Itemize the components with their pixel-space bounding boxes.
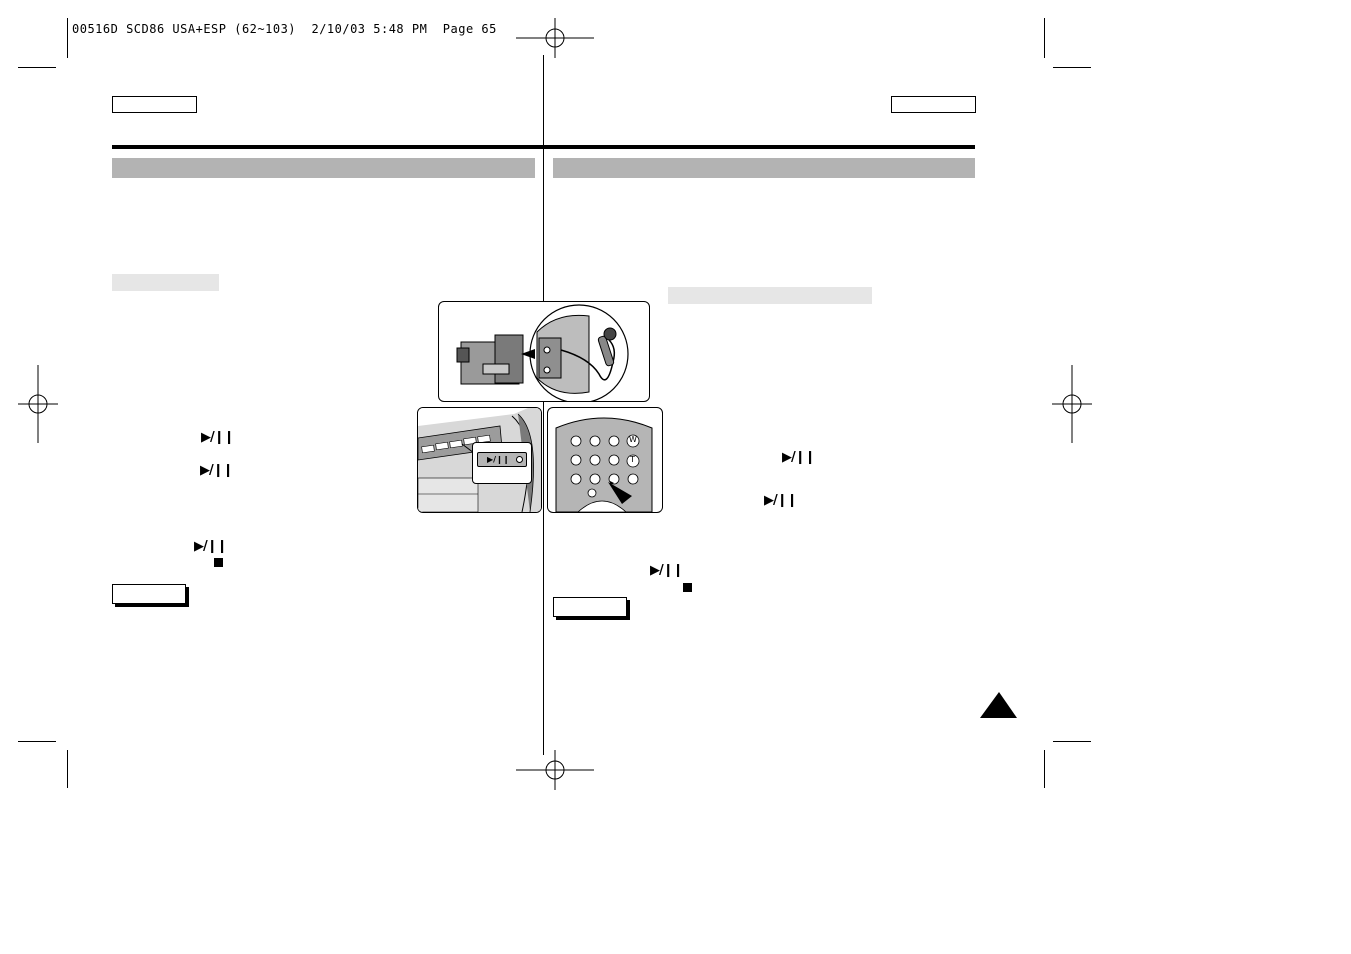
- crosshair-registration-icon: [516, 750, 594, 790]
- crosshair-registration-icon: [516, 18, 594, 58]
- center-fold-line: [543, 55, 544, 755]
- note-box-right: [553, 597, 627, 617]
- language-box-left: [112, 96, 197, 113]
- section-band-left: [112, 158, 535, 178]
- camcorder-microphone-illustration: [438, 301, 650, 402]
- remote-control-drawing: [555, 417, 653, 512]
- play-pause-button-callout: ▶/❙❙: [472, 442, 532, 484]
- crosshair-registration-icon: [18, 365, 58, 443]
- play-pause-icon: ▶/❙❙: [782, 450, 816, 465]
- print-slug: 00516D SCD86 USA+ESP (62~103) 2/10/03 5:…: [72, 22, 497, 36]
- play-pause-button-label: ▶/❙❙: [487, 455, 510, 464]
- remote-control-illustration: W T: [547, 407, 663, 513]
- section-band-right: [553, 158, 975, 178]
- play-pause-icon: ▶/❙❙: [194, 539, 228, 554]
- crosshair-registration-icon: [1052, 365, 1092, 443]
- remote-w-button-label: W: [629, 435, 637, 444]
- remote-t-button-label: T: [630, 455, 635, 464]
- play-pause-icon: ▶/❙❙: [200, 463, 234, 478]
- play-pause-icon: ▶/❙❙: [650, 563, 684, 578]
- play-pause-icon: ▶/❙❙: [764, 493, 798, 508]
- triangle-up-icon: [980, 692, 1017, 718]
- language-box-right: [891, 96, 976, 113]
- play-pause-button: ▶/❙❙: [477, 452, 527, 467]
- camcorder-panel-illustration: ▶/❙❙: [417, 407, 542, 513]
- subsection-band-right: [668, 287, 872, 304]
- stop-icon: [214, 558, 223, 567]
- header-rule: [112, 145, 975, 149]
- stop-icon: [683, 583, 692, 592]
- indicator-dot-icon: [516, 456, 523, 463]
- camcorder-microphone-drawing: [456, 304, 629, 401]
- note-box-left: [112, 584, 186, 604]
- subsection-band-left: [112, 274, 219, 291]
- play-pause-icon: ▶/❙❙: [201, 430, 235, 445]
